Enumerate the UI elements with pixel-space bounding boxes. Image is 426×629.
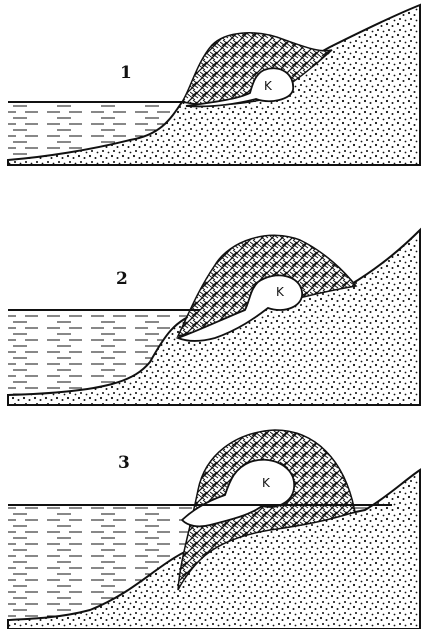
panel-number: 2 xyxy=(116,269,128,289)
panel-2: 2 K xyxy=(8,230,420,405)
panel-3: 3 K xyxy=(8,430,420,629)
panel-1: 1 K xyxy=(8,5,420,165)
chamber-label: K xyxy=(276,285,285,299)
panel-number: 1 xyxy=(120,63,132,83)
chamber-label: K xyxy=(262,476,271,490)
panel-number: 3 xyxy=(118,453,130,473)
chamber-label: K xyxy=(264,79,273,93)
